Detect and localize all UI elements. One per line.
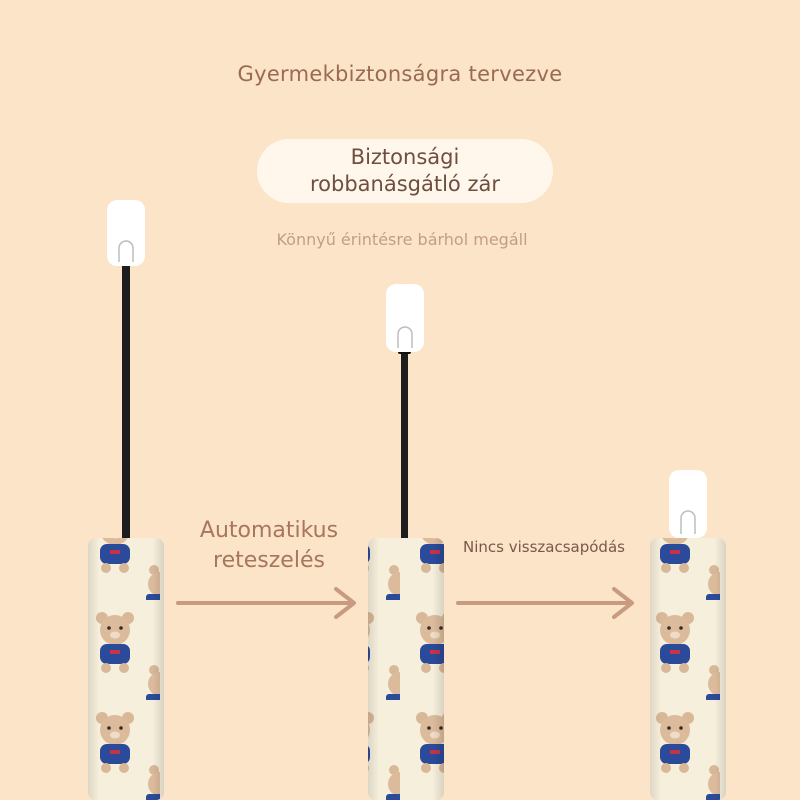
step-label-line1: Automatikus — [199, 518, 339, 543]
umbrella-extended — [88, 200, 164, 800]
step-label-no-rebound: Nincs visszacsapódás — [463, 538, 625, 556]
umbrella-closed — [650, 470, 726, 800]
feature-badge-line2: robbanásgátló zár — [310, 172, 500, 196]
step-label-line2: reteszelés — [213, 548, 325, 573]
feature-badge: Biztonsági robbanásgátló zár — [257, 139, 553, 203]
step-label-auto-lock: Automatikus reteszelés — [178, 513, 360, 579]
arrow-right-icon — [176, 587, 356, 619]
umbrella-half-extended — [368, 284, 444, 800]
feature-subtitle: Könnyű érintésre bárhol megáll — [276, 229, 528, 249]
arrow-right-icon — [456, 587, 634, 619]
page-title: Gyermekbiztonságra tervezve — [237, 62, 563, 86]
feature-badge-line1: Biztonsági — [350, 145, 460, 169]
